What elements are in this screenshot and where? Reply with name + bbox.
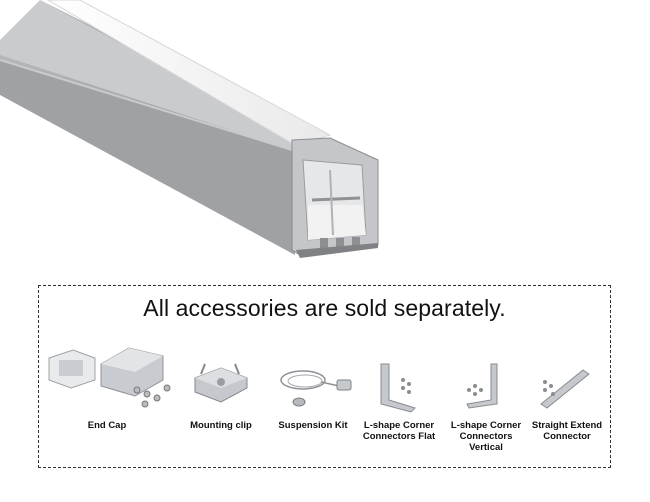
suspension-kit-icon: [280, 370, 352, 407]
mounting-clip-label: Mounting clip: [190, 420, 252, 431]
aluminum-profile-image: [0, 0, 379, 258]
l-corner-vertical-item: [461, 360, 505, 414]
suspension-kit-item: [277, 366, 353, 412]
accessories-notice: All accessories are sold separately.: [143, 295, 506, 321]
mounting-clip-item: [191, 358, 251, 406]
end-cap-label: End Cap: [87, 420, 127, 431]
accessories-panel: All accessories are sold separately. End…: [38, 285, 611, 468]
l-corner-flat-icon: [380, 363, 416, 413]
straight-connector-label: Straight Extend Connector: [531, 420, 603, 442]
l-corner-vertical-icon: [466, 363, 498, 409]
l-corner-flat-item: [375, 360, 419, 414]
l-corner-vertical-label: L-shape Corner Connectors Vertical: [450, 420, 522, 453]
l-corner-flat-label: L-shape Corner Connectors Flat: [362, 420, 436, 442]
suspension-kit-label: Suspension Kit: [278, 420, 348, 431]
straight-connector-item: [539, 366, 591, 410]
end-cap-item: [45, 344, 183, 410]
mounting-clip-icon: [194, 363, 248, 403]
straight-connector-icon: [540, 369, 590, 409]
end-cap-icon: [48, 347, 171, 408]
